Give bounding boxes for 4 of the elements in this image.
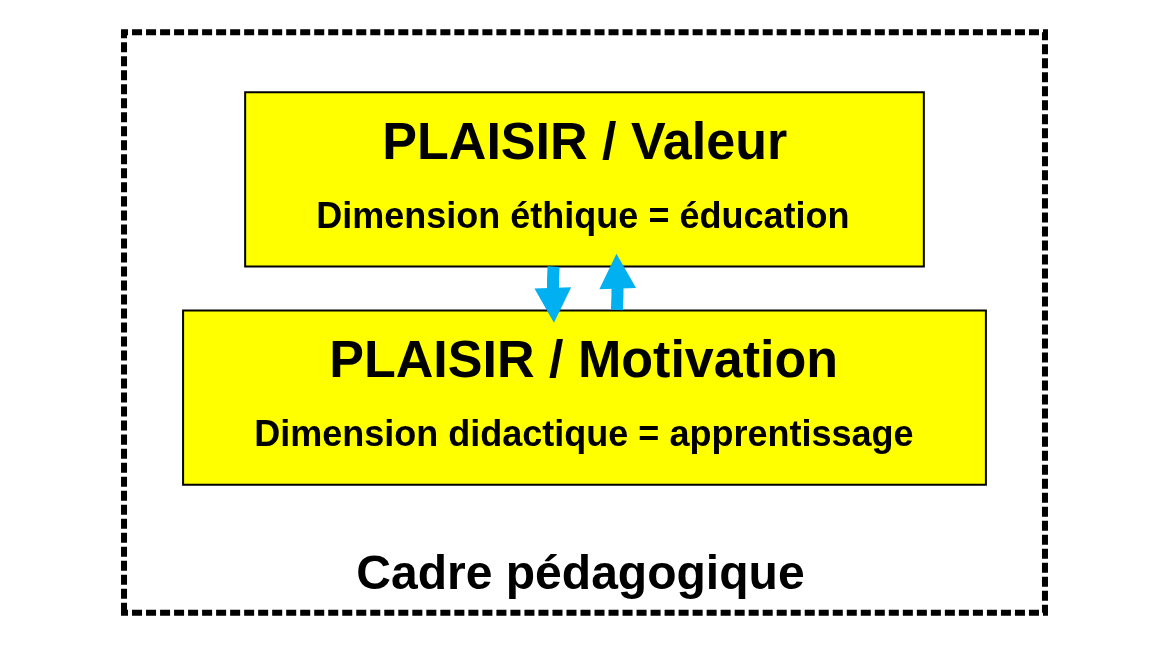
arrow bbox=[533, 266, 571, 323]
node-box: PLAISIR / Valeur Dimension éthique = éducation bbox=[243, 91, 925, 268]
node-box: PLAISIR / Motivation Dimension didactique = apprentissage bbox=[181, 309, 987, 486]
arrow bbox=[598, 253, 636, 311]
